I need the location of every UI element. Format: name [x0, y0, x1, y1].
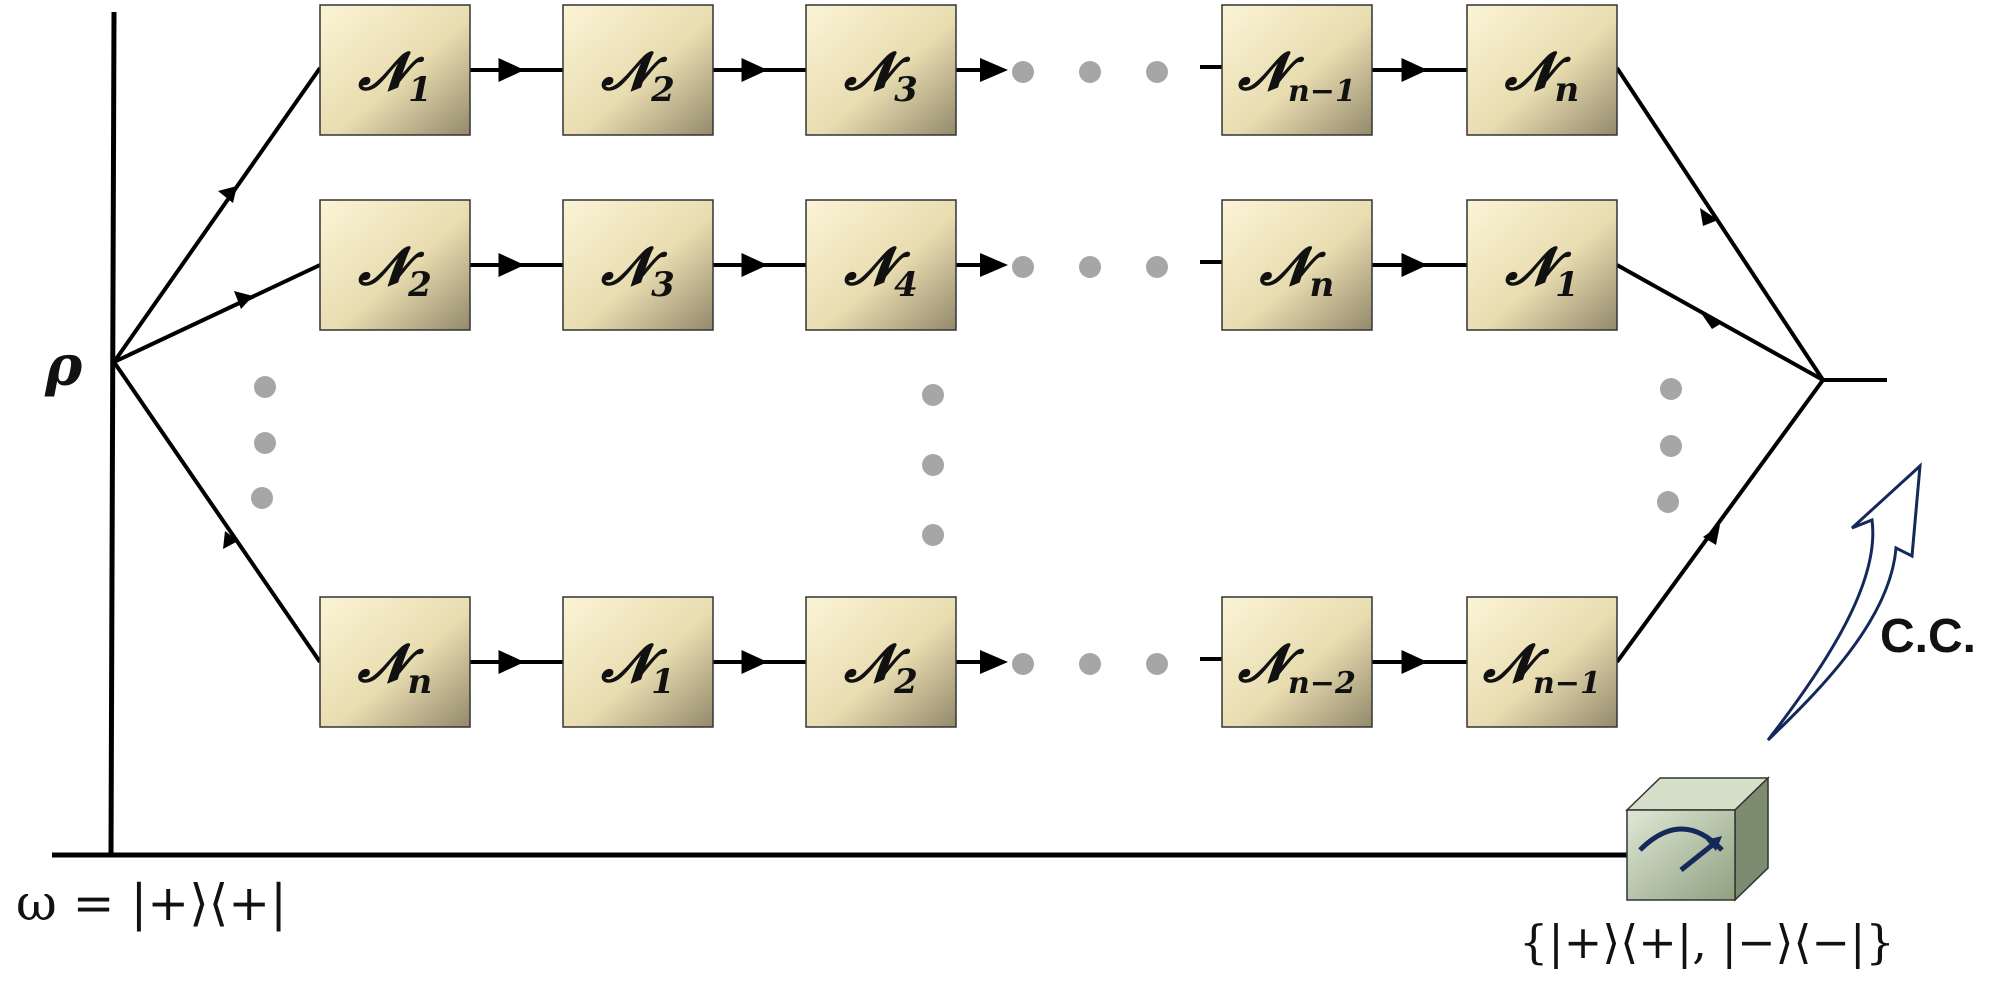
wire-arrowhead: [498, 650, 525, 674]
channel-subscript: 2: [407, 265, 432, 305]
channel-box-bg: [1221, 199, 1373, 331]
channel-box-bg: [805, 4, 957, 136]
channel-box-2-2: 𝓝3: [562, 199, 714, 331]
channel-box-3-3: 𝓝2: [805, 596, 957, 728]
channel-box-2-5: 𝓝1: [1466, 199, 1618, 331]
channel-box-bg: [1466, 4, 1618, 136]
row-2: 𝓝2 𝓝3 𝓝4 𝓝n 𝓝1: [319, 199, 1618, 331]
channel-box-bg: [562, 199, 714, 331]
wire-arrowhead: [1401, 650, 1428, 674]
channel-box-2-4: 𝓝n: [1221, 199, 1373, 331]
cc-label: C.C.: [1880, 610, 1976, 663]
channel-box-bg: [805, 199, 957, 331]
channel-box-bg: [1466, 596, 1618, 728]
channel-box-3-2: 𝓝1: [562, 596, 714, 728]
channel-subscript: 1: [408, 70, 432, 110]
channel-box-3-5: 𝓝n−1: [1466, 596, 1618, 728]
channel-box-1-3: 𝓝3: [805, 4, 957, 136]
wire-arrowhead: [1401, 58, 1428, 82]
channel-box-bg: [805, 596, 957, 728]
output-arrowheads: [1700, 208, 1722, 545]
output-branches: [1615, 66, 1887, 664]
channel-subscript: 2: [893, 662, 918, 702]
channel-box-3-1: 𝓝n: [319, 596, 471, 728]
ellipsis-dot: [1079, 61, 1101, 83]
wire-arrowhead: [980, 650, 1008, 674]
omega-label: ω = |+⟩⟨+|: [16, 874, 287, 932]
ellipsis-dot: [1012, 256, 1034, 278]
wire-arrowhead: [741, 650, 768, 674]
vertical-ellipsis-left: [251, 376, 276, 509]
channel-subscript: n: [1310, 265, 1335, 305]
wire-arrowhead: [980, 253, 1008, 277]
channel-label: 𝓝3: [843, 41, 918, 110]
ellipsis-dot: [1012, 653, 1034, 675]
channel-box-1-2: 𝓝2: [562, 4, 714, 136]
row-1: 𝓝1 𝓝2 𝓝3 𝓝n−1 𝓝n: [319, 4, 1618, 136]
input-branches: [112, 66, 322, 664]
row-last: 𝓝n 𝓝1 𝓝2 𝓝n−2 𝓝n−1: [319, 596, 1618, 728]
channel-box-2-3: 𝓝4: [805, 199, 957, 331]
channel-subscript: 3: [651, 265, 675, 305]
ellipsis-dot: [1079, 256, 1101, 278]
channel-subscript: 4: [894, 265, 918, 305]
rho-label: ρ: [44, 333, 83, 399]
wire-arrowhead: [498, 253, 525, 277]
ellipsis-dot: [1012, 61, 1034, 83]
measurement-device: [1625, 776, 1770, 902]
wire-arrowhead: [741, 253, 768, 277]
channel-label: 𝓝3: [600, 236, 675, 305]
channel-subscript: n: [408, 662, 433, 702]
channel-subscript: n: [1555, 70, 1580, 110]
input-arrowheads: [218, 186, 253, 549]
channel-subscript: 2: [650, 70, 675, 110]
ellipsis-dot: [1146, 653, 1168, 675]
ellipsis-dot: [1146, 61, 1168, 83]
measurement-label: {|+⟩⟨+|, |−⟩⟨−|}: [1519, 915, 1895, 969]
channel-box-bg: [1466, 199, 1618, 331]
channel-subscript: n−2: [1288, 666, 1356, 701]
ellipsis-dot: [1146, 256, 1168, 278]
channel-box-bg: [1221, 4, 1373, 136]
channel-subscript: 1: [651, 662, 675, 702]
channel-box-bg: [319, 4, 471, 136]
wire-arrowhead: [498, 58, 525, 82]
channel-subscript: n−1: [1533, 666, 1601, 701]
channel-label: 𝓝1: [1504, 236, 1579, 305]
channel-box-3-4: 𝓝n−2: [1221, 596, 1373, 728]
classical-communication-arrow: [1766, 462, 1922, 742]
channel-box-bg: [319, 199, 471, 331]
channel-box-1-1: 𝓝1: [319, 4, 471, 136]
channel-subscript: n−1: [1288, 74, 1356, 109]
channel-box-1-5: 𝓝n: [1466, 4, 1618, 136]
channel-box-bg: [1221, 596, 1373, 728]
channel-label: 𝓝1: [600, 633, 675, 702]
channel-box-2-1: 𝓝2: [319, 199, 471, 331]
control-vertical-line: [108, 11, 117, 856]
channel-box-bg: [562, 4, 714, 136]
channel-box-bg: [562, 596, 714, 728]
channel-subscript: 3: [894, 70, 918, 110]
wire-arrowhead: [741, 58, 768, 82]
channel-subscript: 1: [1555, 265, 1579, 305]
vertical-ellipsis-middle: [922, 384, 944, 546]
channel-box-bg: [319, 596, 471, 728]
wire-arrowhead: [1401, 253, 1428, 277]
channel-box-1-4: 𝓝n−1: [1221, 4, 1373, 136]
wire-arrowhead: [980, 58, 1008, 82]
ellipsis-dot: [1079, 653, 1101, 675]
vertical-ellipsis-right: [1657, 378, 1682, 513]
